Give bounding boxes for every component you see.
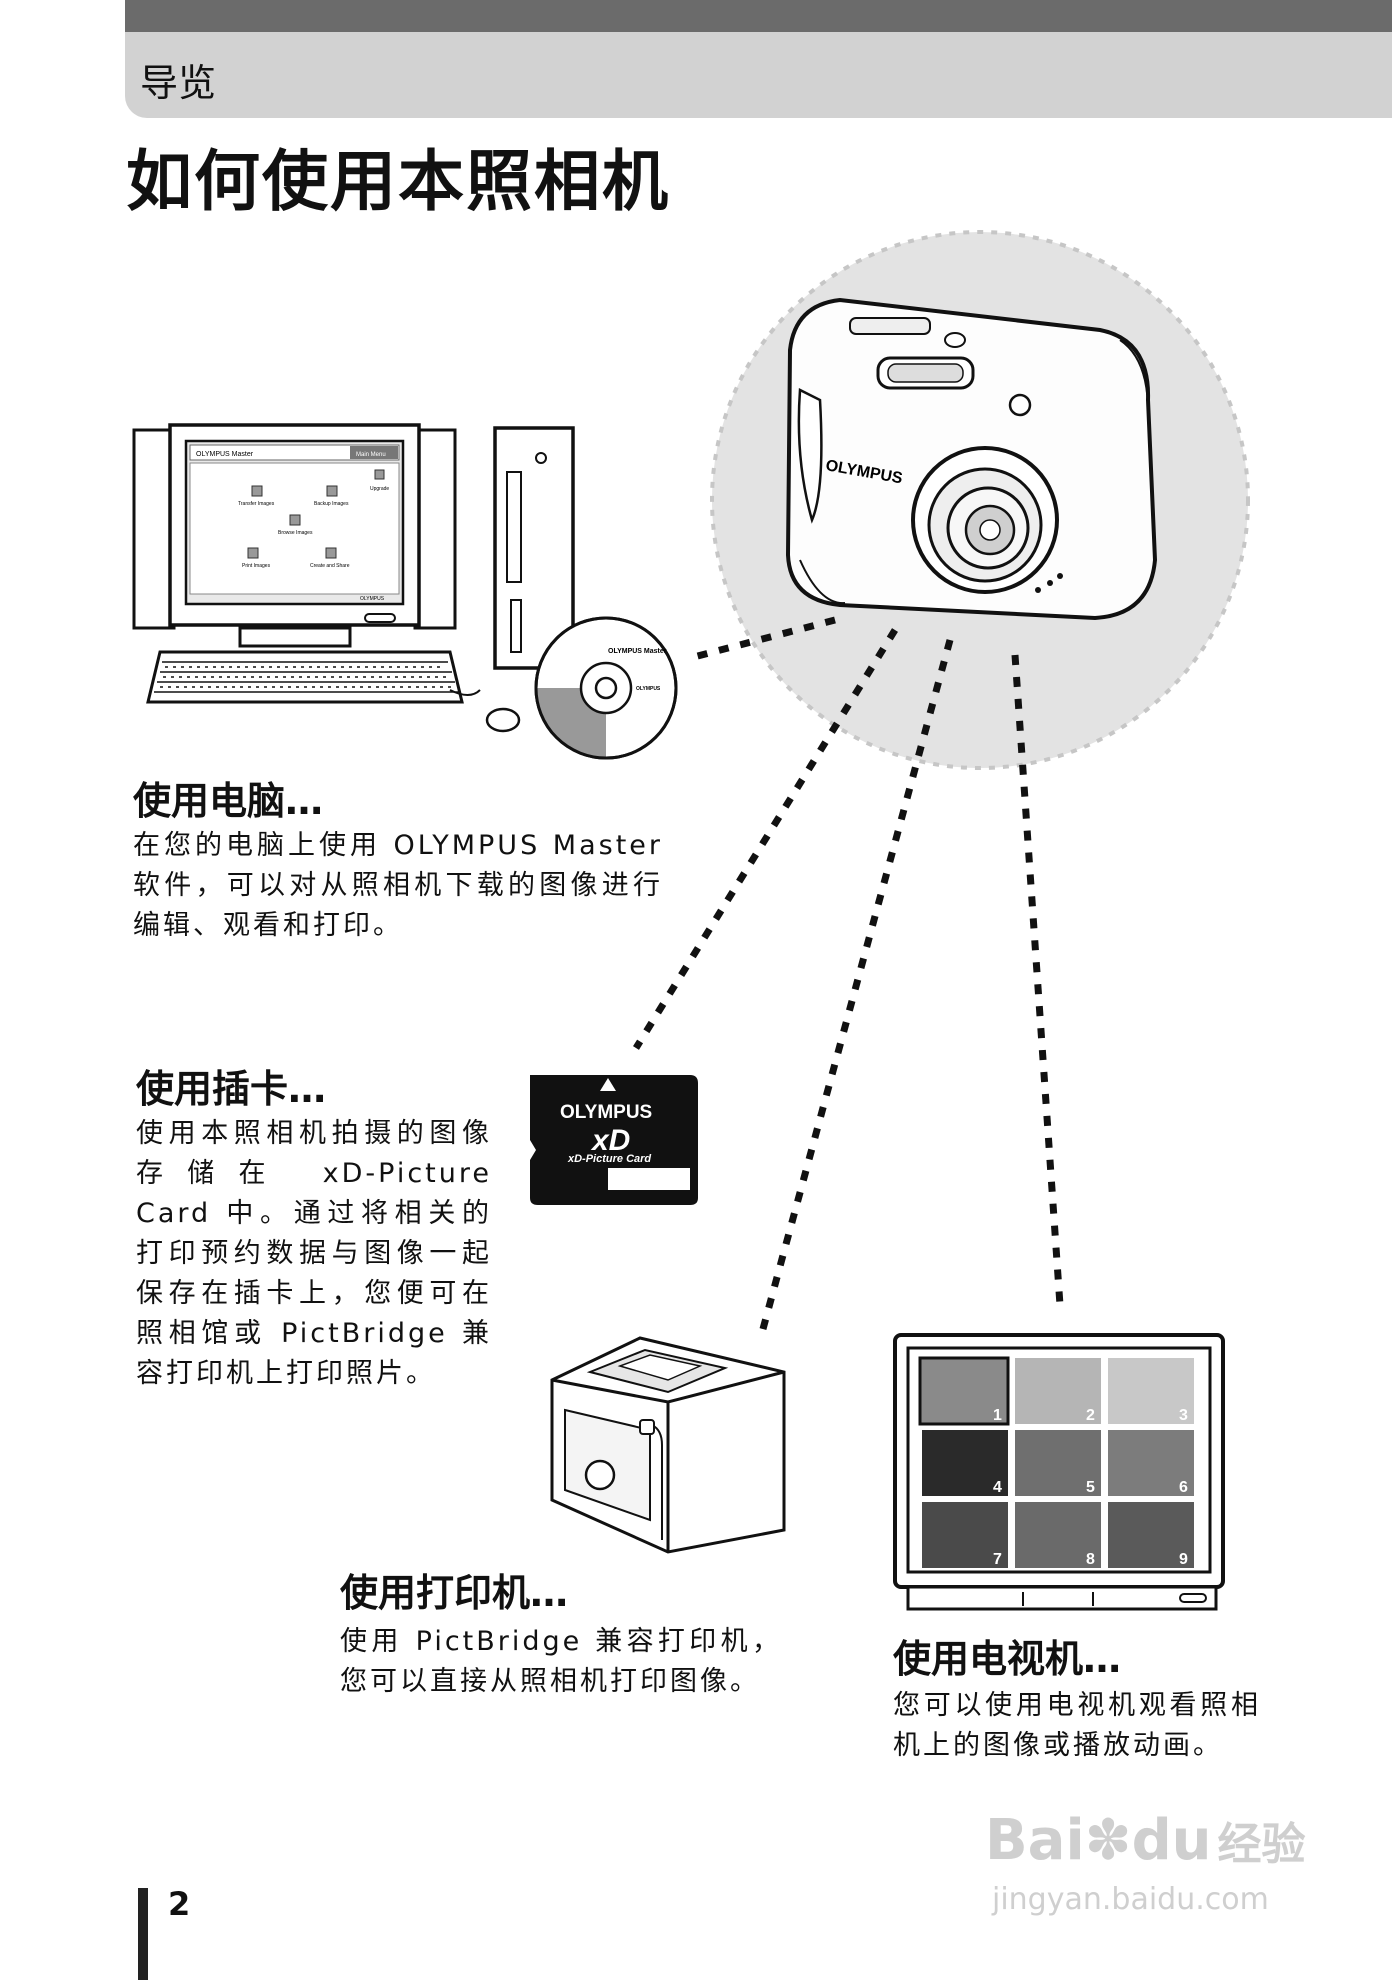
page-number-bar [138, 1888, 148, 1980]
watermark-sub: 经验 [1217, 1819, 1306, 1870]
watermark-url: jingyan.baidu.com [992, 1882, 1269, 1917]
thumb-label-5: 5 [1086, 1479, 1095, 1496]
connector-lines [633, 616, 1064, 1341]
thumb-label-4: 4 [993, 1479, 1002, 1496]
screen-item-upgrade: Upgrade [370, 486, 389, 492]
connector-computer [689, 616, 836, 662]
xd-card-illustration: OLYMPUS xD xD-Picture Card [530, 1075, 698, 1205]
screen-icons [247, 469, 385, 559]
tv-body: 您可以使用电视机观看照相机上的图像或播放动画。 [893, 1690, 1261, 1761]
thumb-label-8: 8 [1086, 1551, 1095, 1568]
xd-card-logo: xD [590, 1124, 630, 1157]
xd-card-sub: xD-Picture Card [567, 1153, 651, 1165]
thumb-label-3: 3 [1179, 1407, 1188, 1424]
monitor-power-button [364, 613, 396, 623]
tv-heading: 使用电视机… [893, 1637, 1122, 1681]
computer-illustration: OLYMPUS Master Main Menu Transfer Images… [132, 423, 678, 760]
tv-thumbnails [918, 1356, 1194, 1568]
screen-item-browse: Browse Images [278, 530, 313, 536]
thumb-label-6: 6 [1179, 1479, 1188, 1496]
screen-menu: Main Menu [356, 452, 386, 458]
monitor-speaker-right [413, 428, 457, 630]
monitor-speaker-left [132, 428, 176, 630]
watermark-brand2: du [1131, 1808, 1212, 1873]
page-number: 2 [168, 1885, 191, 1923]
mouse [485, 707, 521, 733]
screen-item-transfer: Transfer Images [238, 501, 275, 507]
connector-card [633, 628, 898, 1050]
card-body: 使用本照相机拍摄的图像存储在 xD-Picture Card 中。通过将相关的打… [136, 1118, 492, 1389]
xd-card-brand: OLYMPUS [560, 1102, 652, 1123]
printer-heading: 使用打印机… [340, 1571, 569, 1615]
xd-card-label-area [608, 1168, 690, 1190]
card-heading: 使用插卡… [136, 1067, 327, 1111]
header-top-bar [125, 0, 1392, 32]
thumb-label-2: 2 [1086, 1407, 1095, 1424]
thumb-label-1: 1 [993, 1407, 1002, 1424]
screen-brand: OLYMPUS [360, 596, 385, 602]
screen-item-create: Create and Share [310, 563, 350, 569]
screen-title: OLYMPUS Master [196, 451, 254, 458]
printer-body: 使用 PictBridge 兼容打印机，您可以直接从照相机打印图像。 [340, 1626, 782, 1697]
computer-heading: 使用电脑… [133, 779, 324, 823]
watermark-paw-icon: ✽ [1084, 1808, 1132, 1873]
cd-brand: OLYMPUS [636, 686, 661, 692]
watermark-brand: Bai [985, 1808, 1085, 1873]
camera-illustration: OLYMPUS [785, 297, 1158, 621]
section-band [125, 32, 1392, 118]
screen-item-backup: Backup Images [314, 501, 349, 507]
screen-item-print: Print Images [242, 563, 271, 569]
tv-illustration: 1 2 3 4 5 6 7 8 9 [893, 1333, 1225, 1611]
keyboard [146, 650, 464, 704]
printer-button [584, 1459, 616, 1491]
monitor-stand [238, 626, 352, 648]
thumb-label-9: 9 [1179, 1551, 1188, 1568]
computer-body: 在您的电脑上使用 OLYMPUS Master 软件，可以对从照相机下载的图像进… [133, 830, 663, 941]
printer-illustration [550, 1336, 786, 1554]
page-title: 如何使用本照相机 [126, 143, 670, 220]
thumb-label-7: 7 [993, 1551, 1002, 1568]
cd-label: OLYMPUS Master [608, 648, 667, 655]
section-label: 导览 [140, 61, 217, 105]
